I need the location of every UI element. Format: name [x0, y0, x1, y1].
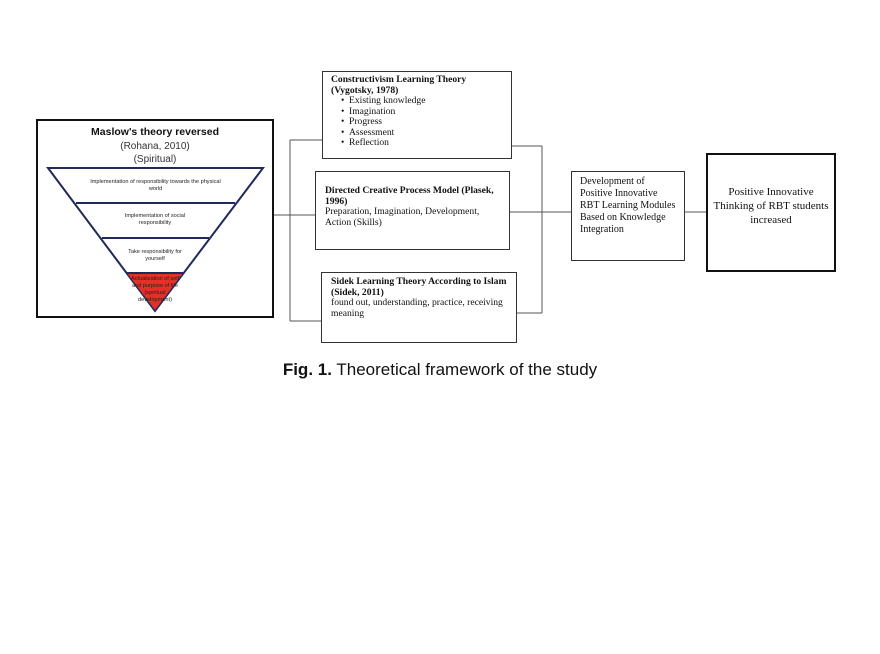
list-item: Reflection: [341, 137, 503, 149]
pyramid-apex: [127, 273, 183, 310]
constructivism-list: Existing knowledge Imagination Progress …: [331, 95, 503, 149]
tier-2-label: Implementation of social responsibility: [124, 213, 186, 226]
constructivism-title: Constructivism Learning Theory (Vygotsky…: [331, 74, 467, 96]
maslow-title: Maslow's theory reversed: [91, 126, 219, 138]
list-item: Existing knowledge: [341, 95, 503, 107]
tier-4-label: Actualization of self and purpose of lif…: [130, 276, 180, 303]
tier-1-label: Implementation of responsibility towards…: [90, 179, 221, 192]
maslow-level: (Spiritual): [133, 154, 177, 165]
caption-label: Fig. 1.: [282, 360, 332, 379]
figure-caption: Fig. 1. Theoretical framework of the stu…: [0, 360, 880, 380]
sidek-box: Sidek Learning Theory According to Islam…: [321, 272, 517, 343]
inverted-pyramid: [46, 167, 266, 313]
sidek-body: found out, understanding, practice, rece…: [331, 297, 503, 319]
directed-title: Directed Creative Process Model (Plasek,…: [325, 185, 494, 207]
sidek-title: Sidek Learning Theory According to Islam…: [331, 276, 507, 298]
maslow-box: Maslow's theory reversed (Rohana, 2010) …: [36, 119, 274, 318]
outcome-box: Positive Innovative Thinking of RBT stud…: [706, 153, 836, 272]
tier-3-label: Take responsibility for yourself: [128, 249, 182, 262]
directed-creative-box: Directed Creative Process Model (Plasek,…: [315, 171, 510, 250]
list-item: Progress: [341, 116, 503, 128]
list-item: Imagination: [341, 106, 503, 118]
maslow-author: (Rohana, 2010): [120, 141, 190, 152]
list-item: Assessment: [341, 127, 503, 139]
outcome-text: Positive Innovative Thinking of RBT stud…: [713, 186, 829, 226]
development-text: Development of Positive Innovative RBT L…: [580, 176, 676, 235]
constructivism-box: Constructivism Learning Theory (Vygotsky…: [322, 71, 512, 159]
caption-text: Theoretical framework of the study: [331, 360, 598, 379]
development-box: Development of Positive Innovative RBT L…: [571, 171, 685, 261]
directed-body: Preparation, Imagination, Development, A…: [325, 206, 480, 228]
